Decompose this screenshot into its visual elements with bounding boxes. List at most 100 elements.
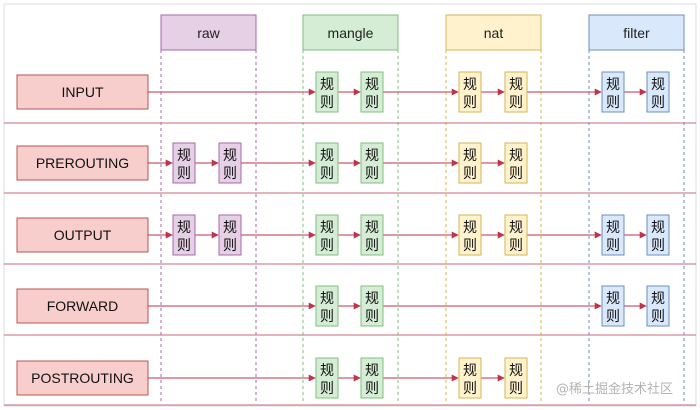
rule-label: 规 — [223, 220, 237, 236]
rule-label: 则 — [606, 238, 620, 254]
rule-label: 则 — [365, 238, 379, 254]
rule-label: 规 — [320, 148, 334, 164]
rule-label: 规 — [651, 77, 665, 93]
table-header-label-mangle: mangle — [328, 25, 374, 41]
rule-box-raw — [172, 214, 196, 256]
rule-box-mangle — [315, 214, 339, 256]
rule-label: 则 — [365, 381, 379, 397]
rule-label: 则 — [463, 381, 477, 397]
rule-box-mangle — [360, 214, 384, 256]
rule-label: 则 — [177, 166, 191, 182]
rule-label: 则 — [606, 95, 620, 111]
rule-box-mangle — [360, 285, 384, 327]
rule-label: 规 — [365, 291, 379, 307]
watermark: @稀土掘金技术社区 — [556, 382, 674, 397]
rule-label: 规 — [509, 220, 523, 236]
rule-label: 规 — [365, 77, 379, 93]
rule-label: 则 — [365, 309, 379, 325]
table-header-label-nat: nat — [484, 25, 504, 41]
rule-label: 则 — [320, 166, 334, 182]
rule-label: 规 — [509, 77, 523, 93]
rule-label: 则 — [651, 238, 665, 254]
rule-box-nat — [504, 71, 528, 113]
rule-label: 则 — [365, 166, 379, 182]
chain-label: PREROUTING — [36, 155, 129, 171]
table-header-label-filter: filter — [623, 25, 650, 41]
chain-box — [16, 74, 149, 110]
rule-label: 则 — [651, 95, 665, 111]
rule-box-filter — [601, 71, 625, 113]
rule-label: 则 — [509, 381, 523, 397]
rule-label: 则 — [223, 238, 237, 254]
rule-label: 则 — [223, 166, 237, 182]
rule-label: 则 — [463, 166, 477, 182]
rule-label: 则 — [606, 309, 620, 325]
rule-label: 则 — [365, 95, 379, 111]
chain-box — [16, 360, 149, 396]
rule-box-mangle — [315, 71, 339, 113]
rule-box-filter — [601, 285, 625, 327]
rule-box-nat — [458, 357, 482, 399]
rule-box-raw — [218, 142, 242, 184]
rule-box-raw — [218, 214, 242, 256]
rule-box-mangle — [360, 357, 384, 399]
rule-label: 规 — [463, 363, 477, 379]
rule-box-mangle — [315, 357, 339, 399]
rule-label: 规 — [177, 220, 191, 236]
rule-label: 规 — [606, 291, 620, 307]
rule-label: 规 — [320, 220, 334, 236]
rule-label: 则 — [320, 309, 334, 325]
rule-box-nat — [504, 357, 528, 399]
rule-label: 规 — [509, 363, 523, 379]
rule-box-mangle — [360, 142, 384, 184]
chain-box — [16, 217, 149, 253]
chain-label: POSTROUTING — [31, 370, 134, 386]
rule-box-mangle — [315, 285, 339, 327]
rule-label: 规 — [606, 220, 620, 236]
chain-box — [16, 288, 149, 324]
table-header-raw — [160, 14, 257, 51]
rule-label: 则 — [463, 238, 477, 254]
outer-frame — [3, 3, 697, 407]
rule-box-nat — [504, 214, 528, 256]
rule-label: 则 — [463, 95, 477, 111]
rule-box-filter — [601, 214, 625, 256]
rule-label: 则 — [651, 309, 665, 325]
rule-label: 规 — [463, 220, 477, 236]
rule-box-raw — [172, 142, 196, 184]
rule-label: 规 — [463, 77, 477, 93]
rule-label: 规 — [365, 363, 379, 379]
table-header-nat — [445, 14, 542, 51]
rule-box-nat — [458, 142, 482, 184]
rule-label: 则 — [320, 381, 334, 397]
chain-label: INPUT — [62, 84, 104, 100]
chain-label: OUTPUT — [54, 227, 112, 243]
rule-label: 规 — [463, 148, 477, 164]
rule-label: 规 — [320, 77, 334, 93]
rule-label: 规 — [223, 148, 237, 164]
rule-box-filter — [646, 71, 670, 113]
rule-label: 规 — [320, 363, 334, 379]
rule-label: 规 — [651, 291, 665, 307]
rule-label: 规 — [365, 148, 379, 164]
table-header-filter — [588, 14, 685, 51]
rule-label: 规 — [177, 148, 191, 164]
rule-box-nat — [458, 71, 482, 113]
rule-label: 则 — [177, 238, 191, 254]
rule-label: 则 — [509, 166, 523, 182]
rule-label: 规 — [651, 220, 665, 236]
rule-box-nat — [458, 214, 482, 256]
rule-label: 则 — [320, 95, 334, 111]
table-header-label-raw: raw — [197, 25, 220, 41]
rule-label: 则 — [509, 238, 523, 254]
rule-box-mangle — [315, 142, 339, 184]
rule-box-filter — [646, 214, 670, 256]
rule-box-filter — [646, 285, 670, 327]
rule-box-mangle — [360, 71, 384, 113]
table-header-mangle — [302, 14, 399, 51]
rule-label: 则 — [509, 95, 523, 111]
rule-label: 规 — [365, 220, 379, 236]
chain-box — [16, 145, 149, 181]
